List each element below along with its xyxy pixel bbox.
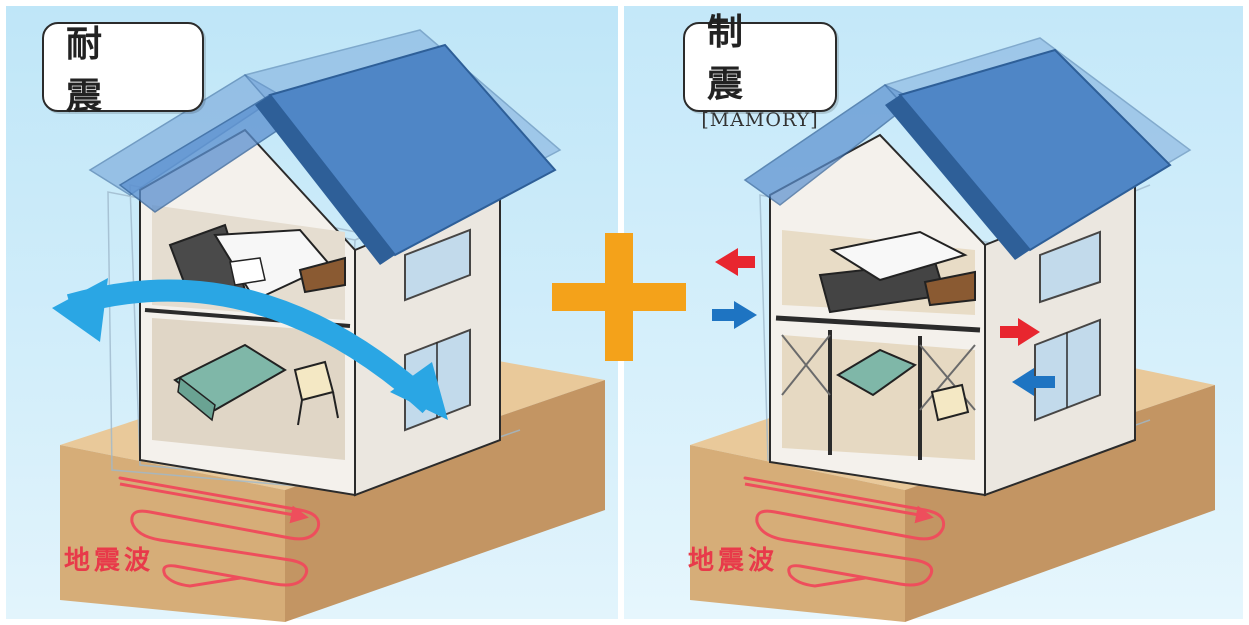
left-roof [88, 29, 562, 265]
left-house [139, 128, 501, 497]
seismic-wave-label-right: 地震波 [688, 546, 779, 576]
title-box-seismic-resistance: 耐 震 [42, 22, 204, 117]
seismic-wave-label-left: 地震波 [64, 546, 155, 576]
right-roof [743, 37, 1192, 260]
sway-arrow-head-right [390, 362, 448, 420]
title-box-seismic-damping: 制 震 [MAMORY] [683, 12, 837, 131]
seismic-wave-left-arrow [119, 482, 309, 524]
title-seismic-resistance: 耐 震 [66, 24, 125, 117]
arrow-blue-right [712, 301, 757, 329]
sway-arrow-head-left [52, 278, 108, 342]
right-house [769, 133, 1136, 497]
seismic-wave-right [743, 476, 946, 588]
damping-force-arrows [712, 248, 1055, 396]
arrow-red-left [715, 248, 755, 276]
plus-sign [552, 233, 686, 361]
seismic-wave-left [118, 476, 321, 588]
title-seismic-damping: 制 震 [707, 12, 766, 105]
subtitle-mamory: [MAMORY] [701, 109, 819, 131]
arrow-red-right [1000, 318, 1040, 346]
sway-arrow [66, 279, 438, 414]
seismic-wave-right-arrow [744, 482, 934, 524]
arrow-blue-left [1012, 368, 1055, 396]
